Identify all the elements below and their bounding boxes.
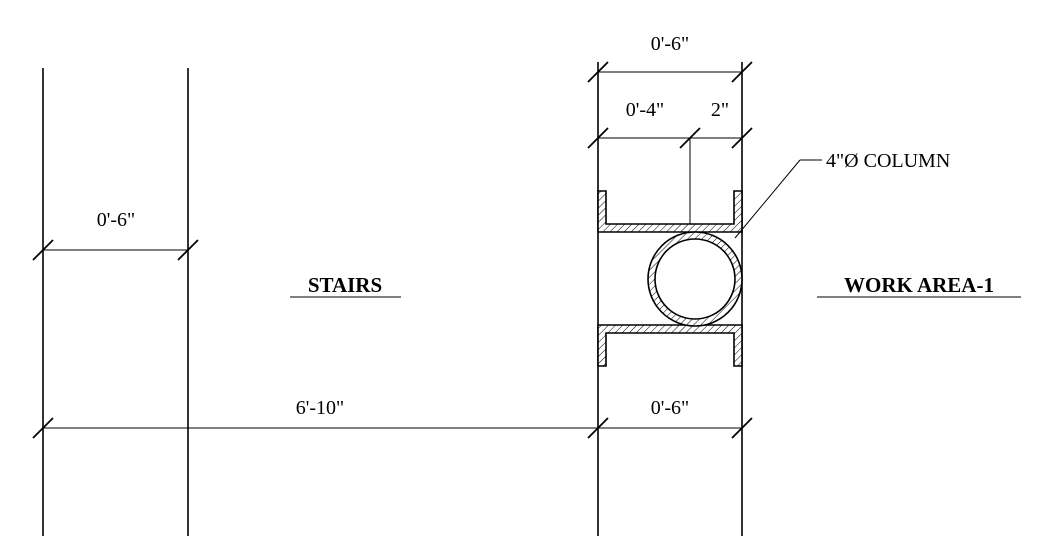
- channel-top: [597, 190, 743, 233]
- dimension-column-split: 0'-4" 2": [587, 99, 753, 268]
- dimension-tick: [731, 417, 753, 439]
- dimension-text-left-wall: 0'-6": [97, 209, 135, 231]
- dimension-tick: [587, 417, 609, 439]
- dimension-tick: [32, 239, 54, 261]
- left-wall: [42, 68, 189, 536]
- dimension-text-column-top: 0'-6": [651, 33, 689, 55]
- room-label-stairs-text: STAIRS: [308, 273, 382, 297]
- dimension-text-column-bottom: 0'-6": [651, 397, 689, 419]
- dimension-tick: [731, 61, 753, 83]
- room-label-work-area: WORK AREA-1: [817, 273, 1021, 298]
- pipe-column-inner: [654, 238, 736, 320]
- room-label-stairs: STAIRS: [290, 273, 401, 298]
- dimension-text-column-right: 2": [711, 99, 729, 121]
- column-callout: 4"Ø COLUMN: [734, 150, 950, 239]
- column-callout-text: 4"Ø COLUMN: [826, 150, 950, 172]
- dimension-overall: 6'-10" 0'-6": [32, 397, 753, 439]
- dimension-column-top: 0'-6": [587, 33, 753, 83]
- pipe-column: [647, 231, 743, 327]
- channel-bottom: [597, 324, 743, 367]
- dimension-left-wall: 0'-6": [32, 209, 199, 261]
- callout-leader: [734, 159, 801, 239]
- dimension-tick: [177, 239, 199, 261]
- column-grid-lines: [597, 62, 743, 536]
- room-label-work-area-text: WORK AREA-1: [844, 273, 994, 297]
- dimension-tick: [32, 417, 54, 439]
- dimension-tick: [731, 127, 753, 149]
- dimension-tick: [587, 127, 609, 149]
- dimension-text-overall: 6'-10": [296, 397, 344, 419]
- dimension-text-column-left: 0'-4": [626, 99, 664, 121]
- dimension-tick: [587, 61, 609, 83]
